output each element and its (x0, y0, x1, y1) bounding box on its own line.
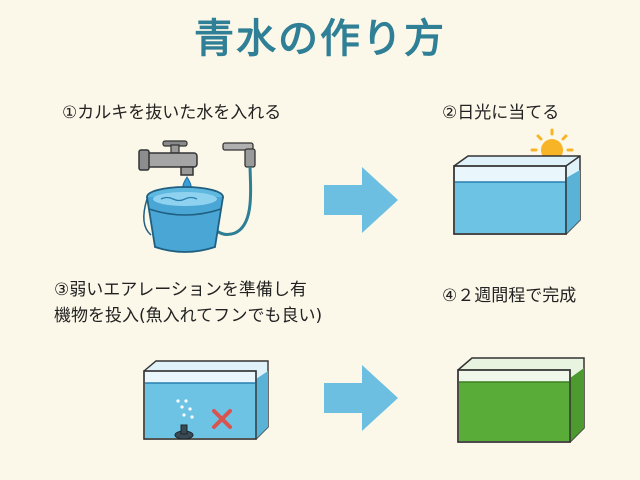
hose-faucet-icon (216, 142, 256, 236)
aquarium-icon (143, 360, 269, 440)
step-3-illustration (143, 360, 269, 440)
step-4-illustration (457, 357, 585, 443)
step-1-label: ①カルキを抜いた水を入れる (62, 103, 282, 123)
step-4-label: ④２週間程で完成 (442, 286, 577, 306)
step-3-label: ③弱いエアレーションを準備し有 機物を投入(魚入れてフンでも良い) (54, 277, 322, 329)
page-title: 青水の作り方 (194, 16, 446, 62)
cross-icon (212, 409, 232, 429)
step-3-label-line-2: 機物を投入(魚入れてフンでも良い) (54, 306, 323, 326)
step-3-label-line-1: ③弱いエアレーションを準備し有 (54, 280, 307, 300)
step-1-illustration (138, 140, 256, 253)
faucet-icon (138, 140, 198, 176)
step-2-illustration (453, 128, 581, 235)
aquarium-icon (453, 155, 581, 235)
arrow-right-icon (324, 167, 398, 233)
air-stone-icon (174, 424, 194, 440)
air-bubbles (176, 399, 194, 419)
arrow-right-icon (324, 365, 398, 431)
bucket-icon (143, 186, 224, 253)
step-2-label: ②日光に当てる (442, 103, 560, 123)
aquarium-icon (457, 357, 585, 443)
